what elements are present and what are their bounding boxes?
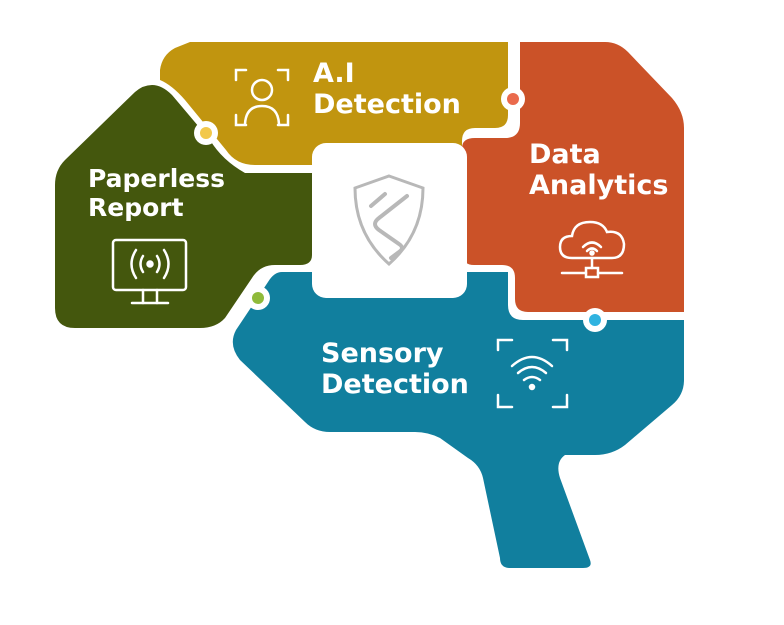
label-sensory-detection: Sensory Detection bbox=[321, 338, 469, 400]
label-ai-detection: A.I Detection bbox=[313, 58, 461, 120]
segment-sensory-detection bbox=[232, 272, 685, 568]
label-line: A.I bbox=[313, 58, 355, 89]
label-data-analytics: Data Analytics bbox=[529, 139, 668, 201]
cloud-network-icon bbox=[558, 220, 626, 279]
label-line: Detection bbox=[313, 89, 461, 121]
label-paperless-report: Paperless Report bbox=[88, 164, 225, 223]
wifi-scan-icon bbox=[496, 338, 569, 409]
segment-data-analytics bbox=[462, 42, 684, 312]
connector-ai bbox=[194, 121, 218, 145]
connector-sensory bbox=[583, 308, 607, 332]
label-line: Detection bbox=[321, 369, 469, 401]
monitor-signal-icon bbox=[111, 238, 188, 305]
label-line: Sensory bbox=[321, 338, 444, 369]
label-line: Data bbox=[529, 139, 601, 170]
label-line: Paperless bbox=[88, 164, 225, 193]
shield-logo-icon bbox=[353, 174, 425, 267]
face-scan-icon bbox=[234, 68, 290, 127]
connector-paperless bbox=[246, 286, 270, 310]
label-line: Analytics bbox=[529, 170, 669, 202]
connector-data bbox=[501, 87, 525, 111]
segment-paperless-report bbox=[55, 85, 312, 328]
label-line: Report bbox=[88, 192, 184, 222]
center-hub bbox=[312, 143, 467, 298]
segment-ai-detection bbox=[160, 42, 508, 165]
